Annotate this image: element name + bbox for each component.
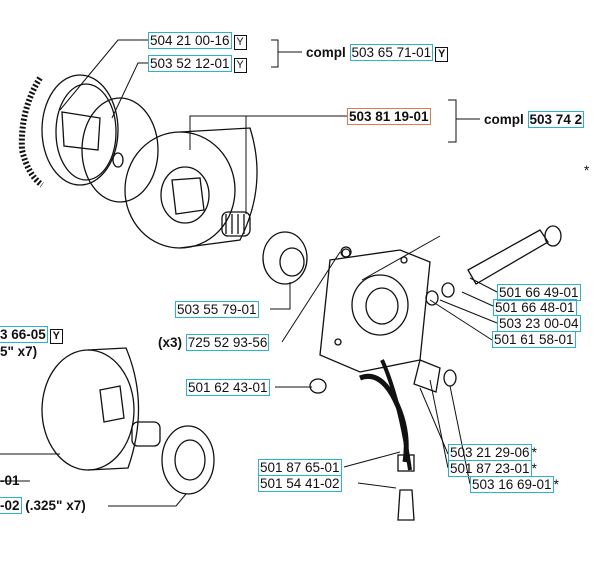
asterisk: * <box>531 445 537 460</box>
label-compl-503-74-2: compl 503 74 2 <box>484 111 585 128</box>
label-501-66-49-01: 501 66 49-01 <box>497 284 581 301</box>
part-link-503-55-79-01[interactable]: 503 55 79-01 <box>175 301 259 318</box>
label-725-52-93-56: (x3) 725 52 93-56 <box>158 334 270 351</box>
part-link-503-21-29-06[interactable]: 503 21 29-06 <box>448 444 532 461</box>
label-501-62-43-01: 501 62 43-01 <box>186 379 270 396</box>
label-503-21-29-06: 503 21 29-06* <box>448 444 537 461</box>
label-501-87-23-01: 501 87 23-01* <box>448 460 537 477</box>
label-501-61-58-01: 501 61 58-01 <box>492 331 576 348</box>
y-mark: Y <box>435 47 449 62</box>
label-503-23-00-04: 503 23 00-04 <box>497 315 581 332</box>
size-text: (.325" x7) <box>25 498 86 513</box>
oil-pump-body <box>319 246 431 373</box>
y-mark: Y <box>233 35 247 50</box>
label-503-55-79-01: 503 55 79-01 <box>175 301 259 318</box>
sprocket-drum <box>124 127 258 249</box>
label-503-81-19-01: 503 81 19-01 <box>347 108 431 125</box>
part-link-503-23-00-04[interactable]: 503 23 00-04 <box>497 315 581 332</box>
y-mark: Y <box>233 58 247 73</box>
part-link-501-66-48-01[interactable]: 501 66 48-01 <box>493 299 577 316</box>
label-501-87-65-01: 501 87 65-01 <box>258 459 342 476</box>
label-fragment-02: -02 (.325" x7) <box>0 497 86 514</box>
part-link-503-16-69-01[interactable]: 503 16 69-01 <box>470 476 554 493</box>
part-link-501-61-58-01[interactable]: 501 61 58-01 <box>492 331 576 348</box>
part-link-503-74-2[interactable]: 503 74 2 <box>527 111 585 128</box>
y-mark: Y <box>49 329 63 344</box>
part-link-3-66-05[interactable]: 3 66-05 <box>0 326 48 343</box>
compl-text: compl <box>306 45 346 60</box>
label-size-5-x7: 5" x7) <box>0 344 38 359</box>
oil-hoses <box>359 359 457 521</box>
part-link-503-81-19-01[interactable]: 503 81 19-01 <box>347 108 431 125</box>
plug <box>309 248 351 394</box>
part-link-501-66-49-01[interactable]: 501 66 49-01 <box>497 284 581 301</box>
quantity-text: (x3) <box>158 335 183 350</box>
label-fragment-01: -01 <box>0 473 20 488</box>
part-link-725-52-93-56[interactable]: 725 52 93-56 <box>185 334 270 351</box>
leader-lines <box>0 39 498 507</box>
asterisk: * <box>531 461 537 476</box>
part-link-501-54-41-02[interactable]: 501 54 41-02 <box>258 475 342 492</box>
part-link-fragment-02[interactable]: -02 <box>0 497 22 514</box>
needle-bearing <box>221 211 251 237</box>
part-link-501-62-43-01[interactable]: 501 62 43-01 <box>186 379 270 396</box>
clutch-assembly <box>18 74 159 203</box>
part-link-503-65-71-01[interactable]: 503 65 71-01 <box>349 44 434 61</box>
part-link-503-52-12-01[interactable]: 503 52 12-01 <box>148 55 232 72</box>
compl-text: compl <box>484 112 524 127</box>
washer <box>262 231 308 285</box>
rim-sprocket-assembly <box>41 347 215 495</box>
part-link-501-87-65-01[interactable]: 501 87 65-01 <box>258 459 342 476</box>
label-503-16-69-01: 503 16 69-01* <box>470 476 559 493</box>
label-501-54-41-02: 501 54 41-02 <box>258 475 342 492</box>
part-link-504-21-00-16[interactable]: 504 21 00-16 <box>148 32 232 49</box>
part-link-501-87-23-01[interactable]: 501 87 23-01 <box>448 460 532 477</box>
label-501-66-48-01: 501 66 48-01 <box>493 299 577 316</box>
asterisk: * <box>584 163 590 178</box>
asterisk: * <box>553 477 559 492</box>
